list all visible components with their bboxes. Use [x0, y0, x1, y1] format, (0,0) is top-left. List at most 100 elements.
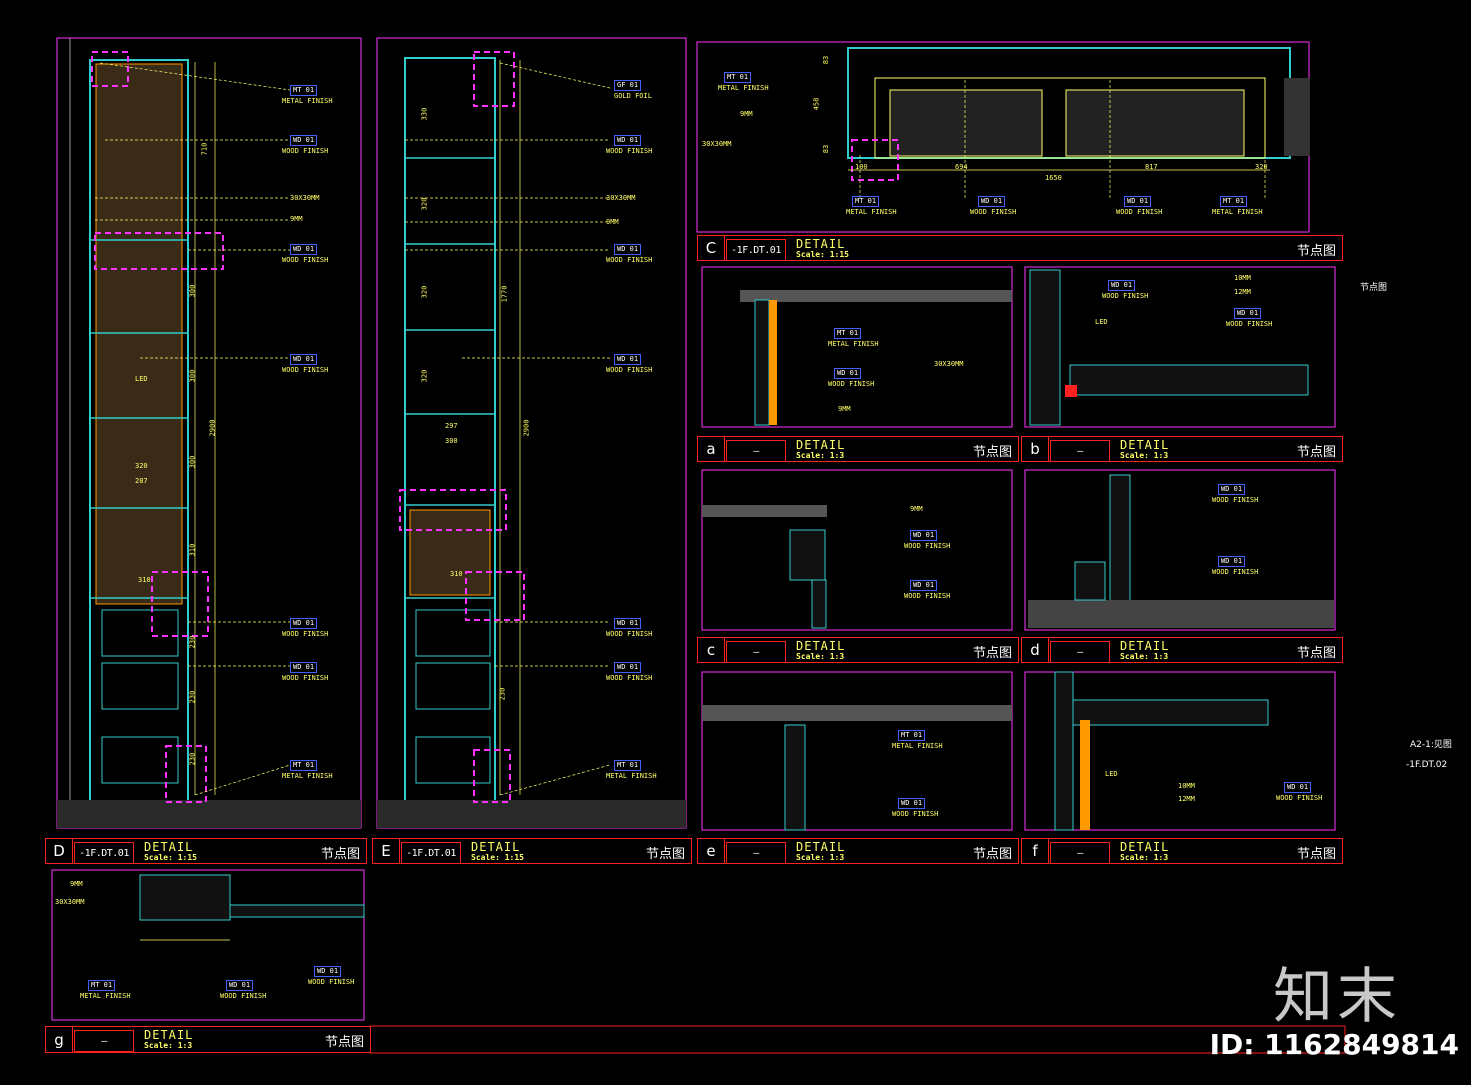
- label-wood-finish: WOOD FINISH: [282, 256, 329, 264]
- side-note-ref2: -1F.DT.02: [1406, 760, 1448, 770]
- title-block-c: c — DETAIL Scale: 1:3 节点图: [697, 637, 1019, 663]
- dim-label: 230: [188, 752, 197, 766]
- tag-wd01: WD 01: [1218, 484, 1246, 495]
- dim-label: 83: [822, 55, 831, 65]
- title-block-b: b — DETAIL Scale: 1:3 节点图: [1021, 436, 1343, 462]
- label-board9: 9MM: [70, 880, 83, 888]
- tag-mt01: MT 01: [898, 730, 926, 741]
- title-letter: D: [46, 839, 73, 863]
- title-node: 节点图: [1296, 646, 1336, 661]
- title-detail: DETAIL: [796, 840, 846, 854]
- title-scale: Scale: 1:3: [796, 652, 845, 661]
- tag-wd01: WD 01: [910, 580, 938, 591]
- label-board10: 10MM: [1178, 782, 1195, 790]
- title-node: 节点图: [324, 1035, 364, 1050]
- title-detail: DETAIL: [796, 237, 846, 251]
- title-ref: —: [726, 842, 786, 864]
- label-led: LED: [1095, 318, 1108, 326]
- tag-wd01: WD 01: [1284, 782, 1312, 793]
- label-board9: 9MM: [290, 215, 303, 223]
- tag-wd01: WD 01: [1218, 556, 1246, 567]
- label-wood-finish: WOOD FINISH: [282, 147, 329, 155]
- title-scale: Scale: 1:3: [1120, 451, 1169, 460]
- title-block-a: a — DETAIL Scale: 1:3 节点图: [697, 436, 1019, 462]
- title-detail: DETAIL: [144, 1028, 194, 1042]
- title-letter: c: [698, 638, 725, 662]
- label-wood-finish: WOOD FINISH: [606, 630, 653, 638]
- tag-wd01: WD 01: [910, 530, 938, 541]
- tag-wd01: WD 01: [614, 135, 642, 146]
- dim-label: 694: [955, 163, 968, 171]
- label-board9: 9MM: [910, 505, 923, 513]
- label-gold-foil: GOLD FOIL: [614, 92, 652, 100]
- dim-label: 320: [135, 462, 148, 470]
- tag-wd01: WD 01: [226, 980, 254, 991]
- tag-wd01: WD 01: [1108, 280, 1136, 291]
- label-metal-finish: METAL FINISH: [892, 742, 943, 750]
- tag-wd01: WD 01: [898, 798, 926, 809]
- title-detail: DETAIL: [471, 840, 521, 854]
- title-node: 节点图: [1296, 847, 1336, 862]
- label-wood-finish: WOOD FINISH: [892, 810, 939, 818]
- dim-label: 1650: [1045, 174, 1062, 182]
- title-detail: DETAIL: [1120, 840, 1170, 854]
- tag-wd01: WD 01: [614, 244, 642, 255]
- dim-label: 2900: [522, 419, 531, 437]
- tag-mt01: MT 01: [852, 196, 880, 207]
- title-ref: —: [726, 440, 786, 462]
- brand-logo: 知末: [1273, 962, 1401, 1032]
- tag-gf01: GF 01: [614, 80, 642, 91]
- dim-label: 817: [1145, 163, 1158, 171]
- side-note-ref1: A2-1:见图: [1410, 740, 1452, 750]
- tag-mt01: MT 01: [724, 72, 752, 83]
- label-wood-finish: WOOD FINISH: [1212, 568, 1259, 576]
- cabinet-E: [404, 57, 496, 804]
- label-wood-finish: WOOD FINISH: [282, 674, 329, 682]
- label-metal-finish: METAL FINISH: [1212, 208, 1263, 216]
- title-block-E: E -1F.DT.01 DETAIL Scale: 1:15 节点图: [372, 838, 692, 864]
- title-scale: Scale: 1:3: [1120, 652, 1169, 661]
- title-letter: C: [698, 236, 725, 260]
- dim-label: 230: [498, 687, 507, 701]
- label-metal-finish: METAL FINISH: [80, 992, 131, 1000]
- dim-label: 287: [135, 477, 148, 485]
- title-node: 节点图: [645, 847, 685, 862]
- title-node: 节点图: [320, 847, 360, 862]
- title-letter: e: [698, 839, 725, 863]
- title-scale: Scale: 1:3: [1120, 853, 1169, 862]
- label-batten: 30X30MM: [606, 194, 636, 202]
- title-detail: DETAIL: [1120, 438, 1170, 452]
- dim-label: 310: [188, 543, 197, 557]
- floor-D: [57, 800, 361, 828]
- tag-wd01: WD 01: [290, 354, 318, 365]
- dim-label: 320: [1255, 163, 1268, 171]
- title-node: 节点图: [1296, 445, 1336, 460]
- tag-wd01: WD 01: [978, 196, 1006, 207]
- label-board12: 12MM: [1178, 795, 1195, 803]
- title-block-C: C -1F.DT.01 DETAIL Scale: 1:15 节点图: [697, 235, 1343, 261]
- label-metal-finish: METAL FINISH: [606, 772, 657, 780]
- title-detail: DETAIL: [144, 840, 194, 854]
- title-ref: -1F.DT.01: [74, 842, 134, 864]
- tag-wd01: WD 01: [834, 368, 862, 379]
- tag-wd01: WD 01: [614, 354, 642, 365]
- title-scale: Scale: 1:15: [471, 853, 524, 862]
- label-wood-finish: WOOD FINISH: [1212, 496, 1259, 504]
- dim-label: 1770: [500, 285, 509, 303]
- title-node: 节点图: [972, 445, 1012, 460]
- title-scale: Scale: 1:3: [796, 451, 845, 460]
- label-metal-finish: METAL FINISH: [282, 97, 333, 105]
- dim-label: 300: [445, 437, 458, 445]
- drawers-D: [101, 609, 179, 784]
- title-ref: -1F.DT.01: [401, 842, 461, 864]
- dim-label: 330: [420, 107, 429, 121]
- label-wood-finish: WOOD FINISH: [282, 630, 329, 638]
- title-ref: —: [1050, 440, 1110, 462]
- label-wood-finish: WOOD FINISH: [1102, 292, 1149, 300]
- label-board9: 9MM: [838, 405, 851, 413]
- title-block-f: f — DETAIL Scale: 1:3 节点图: [1021, 838, 1343, 864]
- title-letter: f: [1022, 839, 1049, 863]
- dim-label: 300: [188, 369, 197, 383]
- label-board12: 12MM: [1234, 288, 1251, 296]
- title-letter: g: [46, 1027, 73, 1052]
